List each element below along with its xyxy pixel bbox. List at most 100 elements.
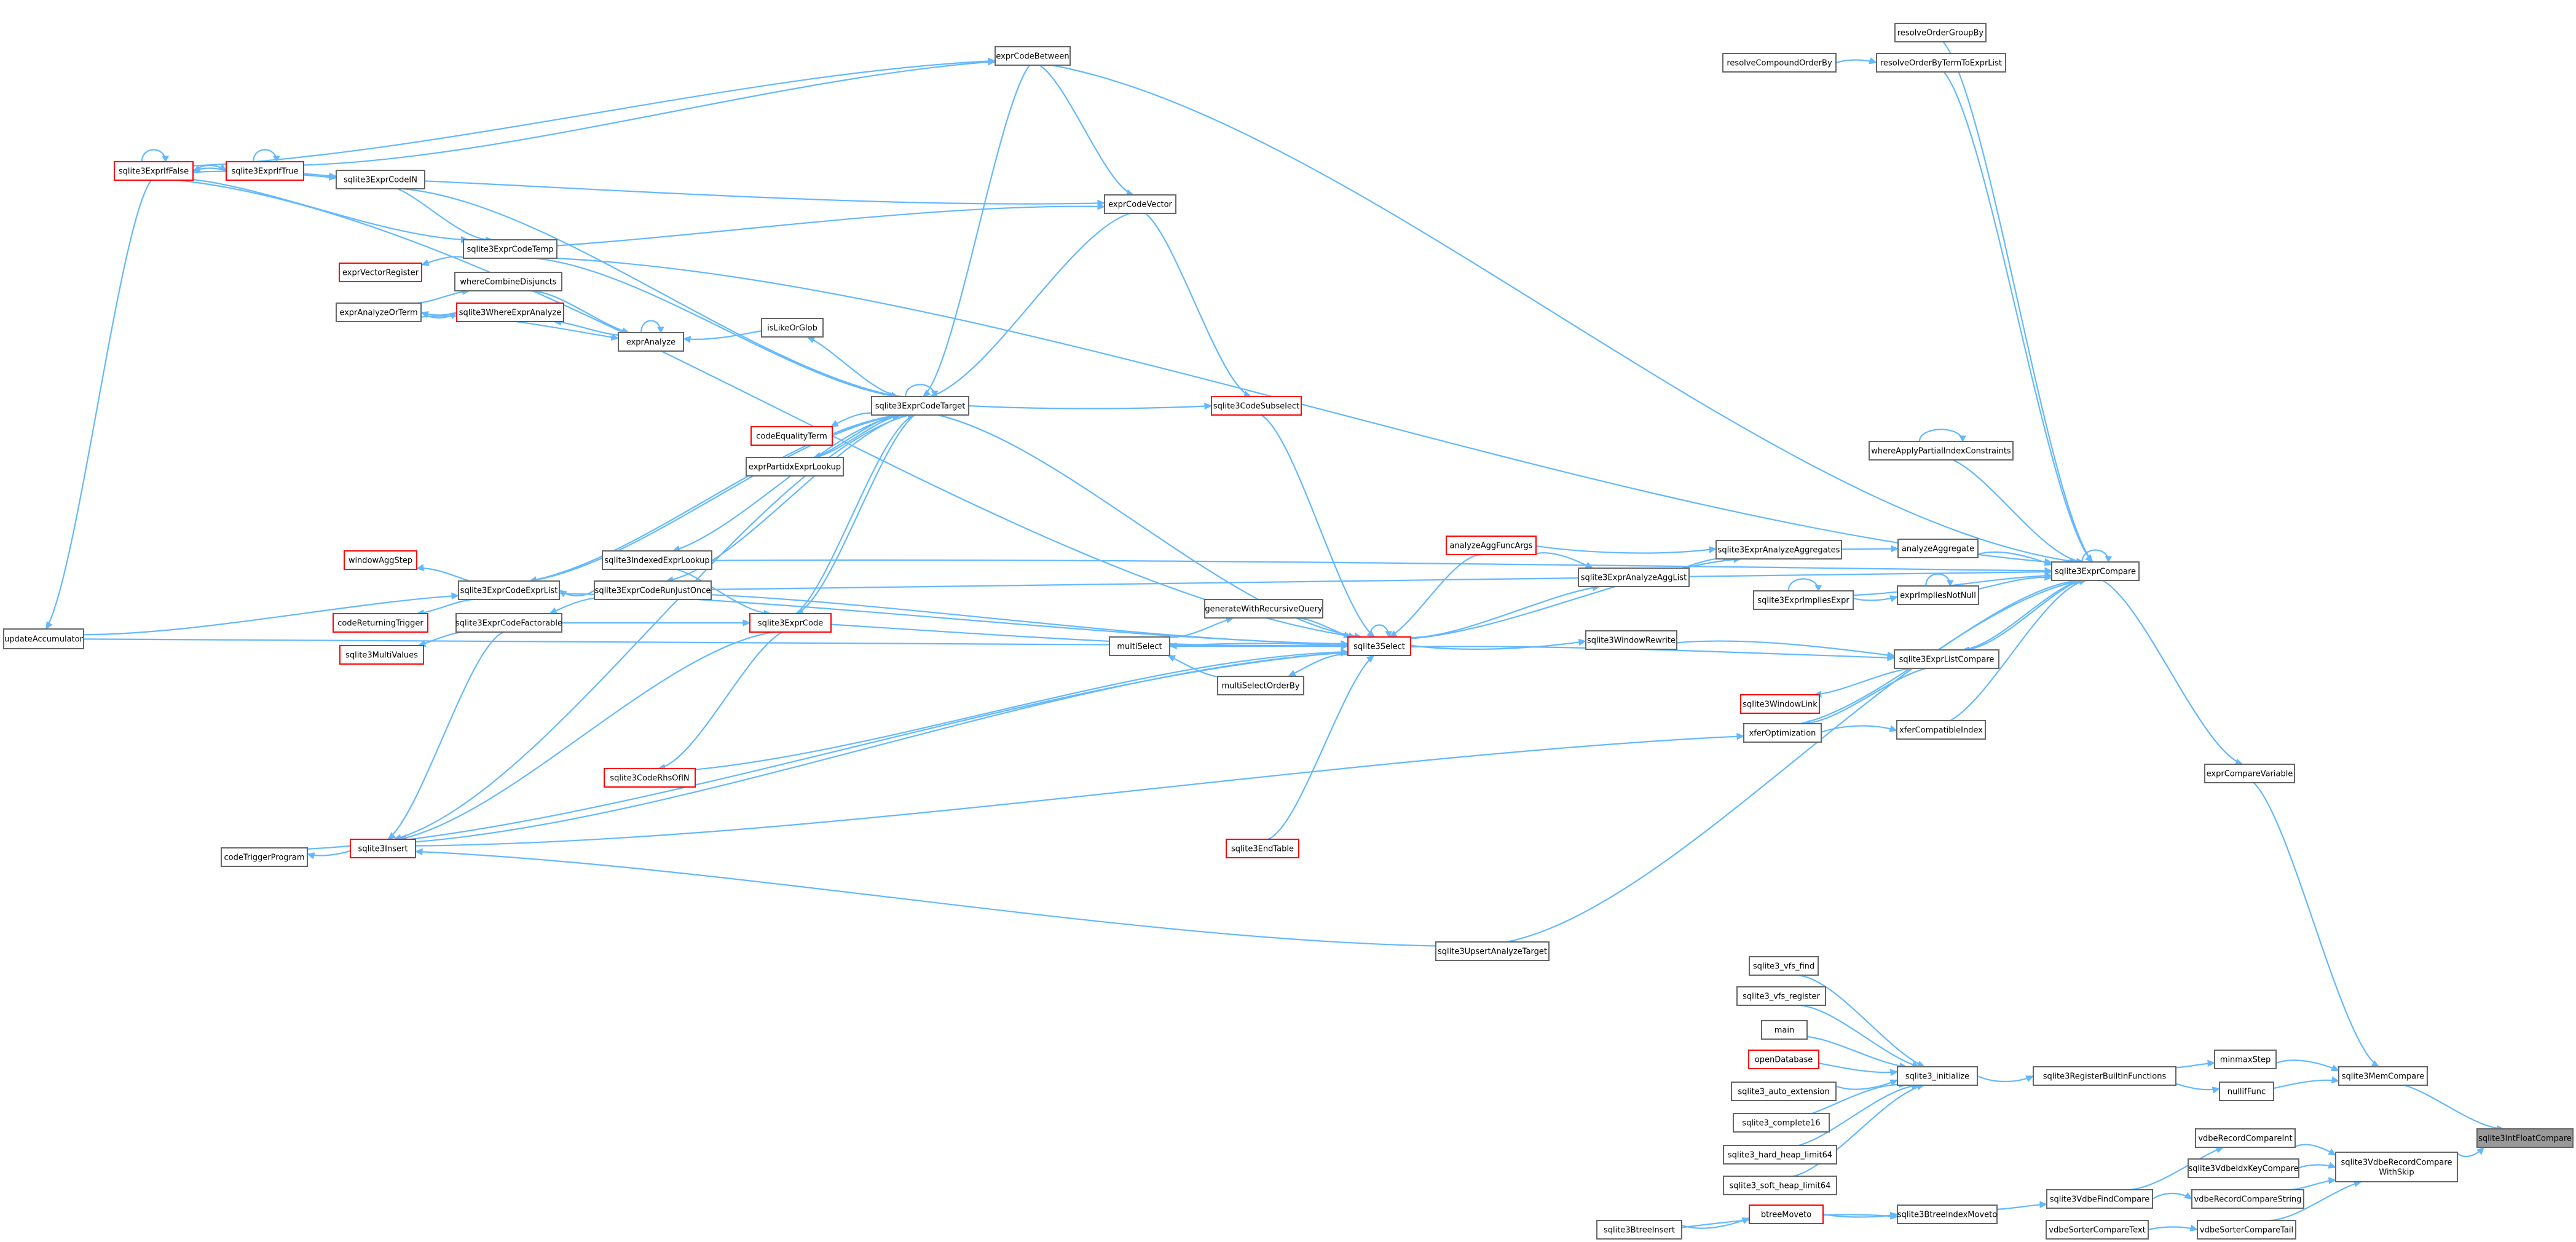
node-sqlite3vdbefindcompare[interactable]: sqlite3VdbeFindCompare bbox=[2046, 1189, 2153, 1209]
node-sqlite3exprcompare[interactable]: sqlite3ExprCompare bbox=[2051, 561, 2140, 581]
node-vdberecordcompareint[interactable]: vdbeRecordCompareInt bbox=[2195, 1128, 2296, 1148]
arrowhead bbox=[1887, 654, 1896, 662]
node-sqlite3multivalues[interactable]: sqlite3MultiValues bbox=[339, 645, 424, 665]
node-sqlite3vdbeidxkeycompare[interactable]: sqlite3VdbeIdxKeyCompare bbox=[2188, 1158, 2299, 1178]
node-box bbox=[1876, 53, 2006, 73]
node-sqlite3-vfs-register[interactable]: sqlite3_vfs_register bbox=[1736, 986, 1826, 1006]
node-sqlite3exprcodetemp[interactable]: sqlite3ExprCodeTemp bbox=[463, 239, 557, 259]
edge-line bbox=[415, 652, 1349, 843]
node-opendatabase[interactable]: openDatabase bbox=[1748, 1050, 1819, 1069]
node-sqlite3indexedexprlookup[interactable]: sqlite3IndexedExprLookup bbox=[602, 550, 712, 570]
node-expranalyzeorterm[interactable]: exprAnalyzeOrTerm bbox=[336, 303, 422, 322]
node-updateaccumulator[interactable]: updateAccumulator bbox=[3, 628, 84, 649]
node-main[interactable]: main bbox=[1761, 1020, 1808, 1040]
edge-sqlite3vdbefindcompare-to-vdberecordcomparestring bbox=[2152, 1192, 2193, 1200]
edge-line bbox=[556, 205, 1105, 247]
arrowhead bbox=[1736, 732, 1745, 740]
node-sqlite3btreeindexmoveto[interactable]: sqlite3BtreeIndexMoveto bbox=[1897, 1204, 1998, 1224]
node-sqlite3-complete16[interactable]: sqlite3_complete16 bbox=[1733, 1113, 1830, 1133]
node-exprcomparevariable[interactable]: exprCompareVariable bbox=[2204, 764, 2295, 783]
node-sqlite3endtable[interactable]: sqlite3EndTable bbox=[1226, 839, 1299, 858]
node-sqlite3insert[interactable]: sqlite3Insert bbox=[350, 839, 416, 858]
node-box bbox=[604, 768, 696, 788]
node-btreemoveto[interactable]: btreeMoveto bbox=[1749, 1204, 1824, 1224]
node-sqlite3expranalyzeagglist[interactable]: sqlite3ExprAnalyzeAggList bbox=[1578, 568, 1690, 587]
edge-line bbox=[192, 60, 996, 167]
node-multiselectorderby[interactable]: multiSelectOrderBy bbox=[1217, 676, 1304, 695]
edge-multiselect-to-generatewithrecursivequery bbox=[1169, 616, 1234, 638]
node-exprcodebetween[interactable]: exprCodeBetween bbox=[995, 46, 1071, 66]
node-wherecombinedisjuncts[interactable]: whereCombineDisjuncts bbox=[454, 272, 562, 291]
node-resolvecompoundorderby[interactable]: resolveCompoundOrderBy bbox=[1722, 53, 1837, 73]
node-xferoptimization[interactable]: xferOptimization bbox=[1743, 723, 1822, 743]
node-xfercompatibleindex[interactable]: xferCompatibleIndex bbox=[1896, 720, 1986, 740]
edge-line bbox=[1841, 548, 1899, 550]
node-box bbox=[2191, 1189, 2304, 1209]
node-sqlite3select[interactable]: sqlite3Select bbox=[1347, 636, 1411, 656]
node-nulliffunc[interactable]: nullifFunc bbox=[2219, 1082, 2274, 1101]
node-sqlite3-soft-heap-limit64[interactable]: sqlite3_soft_heap_limit64 bbox=[1723, 1176, 1837, 1195]
node-sqlite3windowlink[interactable]: sqlite3WindowLink bbox=[1740, 694, 1820, 714]
node-sqlite3-auto-extension[interactable]: sqlite3_auto_extension bbox=[1731, 1082, 1837, 1101]
edge-exprcodebetween-to-exprcodevector bbox=[1039, 65, 1135, 196]
node-vdbesortercomparetail[interactable]: vdbeSorterCompareTail bbox=[2197, 1220, 2296, 1240]
node-sqlite3expranalyzeaggregates[interactable]: sqlite3ExprAnalyzeAggregates bbox=[1715, 540, 1842, 560]
node-multiselect[interactable]: multiSelect bbox=[1109, 636, 1170, 656]
node-vdbesortercomparetext[interactable]: vdbeSorterCompareText bbox=[2046, 1220, 2149, 1240]
node-vdberecordcomparestring[interactable]: vdbeRecordCompareString bbox=[2191, 1189, 2304, 1209]
node-sqlite3exprcodefactorable[interactable]: sqlite3ExprCodeFactorable bbox=[455, 613, 562, 633]
node-sqlite3coderhsofin[interactable]: sqlite3CodeRhsOfIN bbox=[604, 768, 696, 788]
node-sqlite3codesubselect[interactable]: sqlite3CodeSubselect bbox=[1211, 396, 1302, 416]
edge-line bbox=[937, 414, 1362, 638]
node-label: sqlite3WindowLink bbox=[1743, 700, 1818, 710]
node-analyzeaggfuncargs[interactable]: analyzeAggFuncArgs bbox=[1446, 536, 1537, 555]
node-sqlite3exprcode[interactable]: sqlite3ExprCode bbox=[749, 613, 832, 633]
node-sqlite3exprcoderunjustonce[interactable]: sqlite3ExprCodeRunJustOnce bbox=[594, 580, 712, 600]
node-box bbox=[2033, 1066, 2176, 1086]
node-codereturningtrigger[interactable]: codeReturningTrigger bbox=[333, 613, 428, 633]
node-analyzeaggregate[interactable]: analyzeAggregate bbox=[1897, 539, 1979, 558]
node-exprcodevector[interactable]: exprCodeVector bbox=[1104, 194, 1176, 214]
node-sqlite3memcompare[interactable]: sqlite3MemCompare bbox=[2338, 1066, 2428, 1086]
node-label: resolveOrderGroupBy bbox=[1897, 29, 1984, 38]
node-label: whereApplyPartialIndexConstraints bbox=[1871, 447, 2011, 456]
edge-line bbox=[1144, 213, 1251, 398]
node-label: sqlite3ExprCodeRunJustOnce bbox=[595, 587, 711, 596]
node-sqlite3exprlistcompare[interactable]: sqlite3ExprListCompare bbox=[1894, 649, 1999, 669]
node-box bbox=[2051, 561, 2140, 581]
node-windowaggstep[interactable]: windowAggStep bbox=[344, 550, 417, 570]
node-exprpartidxexprlookup[interactable]: exprPartidxExprLookup bbox=[746, 457, 844, 477]
node-resolveordergroupby[interactable]: resolveOrderGroupBy bbox=[1894, 23, 1987, 42]
node-sqlite3expriffalse[interactable]: sqlite3ExprIfFalse bbox=[114, 161, 194, 181]
node-resolveorderbytermtoexprlist[interactable]: resolveOrderByTermToExprList bbox=[1876, 53, 2006, 73]
node-sqlite3-hard-heap-limit64[interactable]: sqlite3_hard_heap_limit64 bbox=[1723, 1145, 1837, 1165]
node-minmaxstep[interactable]: minmaxStep bbox=[2214, 1050, 2277, 1069]
node-sqlite3expriftrue[interactable]: sqlite3ExprIfTrue bbox=[226, 161, 304, 181]
node-sqlite3-initialize[interactable]: sqlite3_initialize bbox=[1897, 1066, 1978, 1086]
node-sqlite3exprimpliesexpr[interactable]: sqlite3ExprImpliesExpr bbox=[1753, 590, 1854, 610]
node-codeequalityterm[interactable]: codeEqualityTerm bbox=[750, 426, 833, 446]
node-sqlite3registerbuiltinfunctions[interactable]: sqlite3RegisterBuiltinFunctions bbox=[2033, 1066, 2176, 1086]
node-exprimpliesnotnull[interactable]: exprImpliesNotNull bbox=[1897, 585, 1979, 605]
node-sqlite3windowrewrite[interactable]: sqlite3WindowRewrite bbox=[1585, 630, 1677, 650]
node-generatewithrecursivequery[interactable]: generateWithRecursiveQuery bbox=[1204, 599, 1323, 619]
node-sqlite3exprcodein[interactable]: sqlite3ExprCodeIN bbox=[336, 170, 425, 189]
node-label: nullifFunc bbox=[2227, 1088, 2266, 1097]
node-expranalyze[interactable]: exprAnalyze bbox=[618, 332, 684, 352]
arrowhead bbox=[1366, 630, 1376, 638]
node-sqlite3exprcodeexprlist[interactable]: sqlite3ExprCodeExprList bbox=[458, 580, 560, 600]
node-sqlite3-vfs-find[interactable]: sqlite3_vfs_find bbox=[1749, 956, 1819, 976]
node-sqlite3upsertanalyzetarget[interactable]: sqlite3UpsertAnalyzeTarget bbox=[1435, 941, 1550, 961]
arrowhead bbox=[2044, 558, 2053, 566]
node-codetriggerprogram[interactable]: codeTriggerProgram bbox=[221, 847, 308, 867]
node-sqlite3exprcodetarget[interactable]: sqlite3ExprCodeTarget bbox=[871, 396, 969, 416]
edge-analyzeaggfuncargs-to-sqlite3select bbox=[1388, 553, 1481, 638]
node-islikeorglob[interactable]: isLikeOrGlob bbox=[761, 318, 824, 338]
arrowhead bbox=[2025, 1075, 2034, 1082]
node-sqlite3whereexpranalyze[interactable]: sqlite3WhereExprAnalyze bbox=[456, 303, 564, 322]
node-box bbox=[1761, 1020, 1808, 1040]
node-exprvectorregister[interactable]: exprVectorRegister bbox=[339, 263, 422, 282]
node-sqlite3btreeinsert[interactable]: sqlite3BtreeInsert bbox=[1596, 1220, 1682, 1240]
node-whereapplypartialindexconstraints[interactable]: whereApplyPartialIndexConstraints bbox=[1869, 441, 2014, 461]
